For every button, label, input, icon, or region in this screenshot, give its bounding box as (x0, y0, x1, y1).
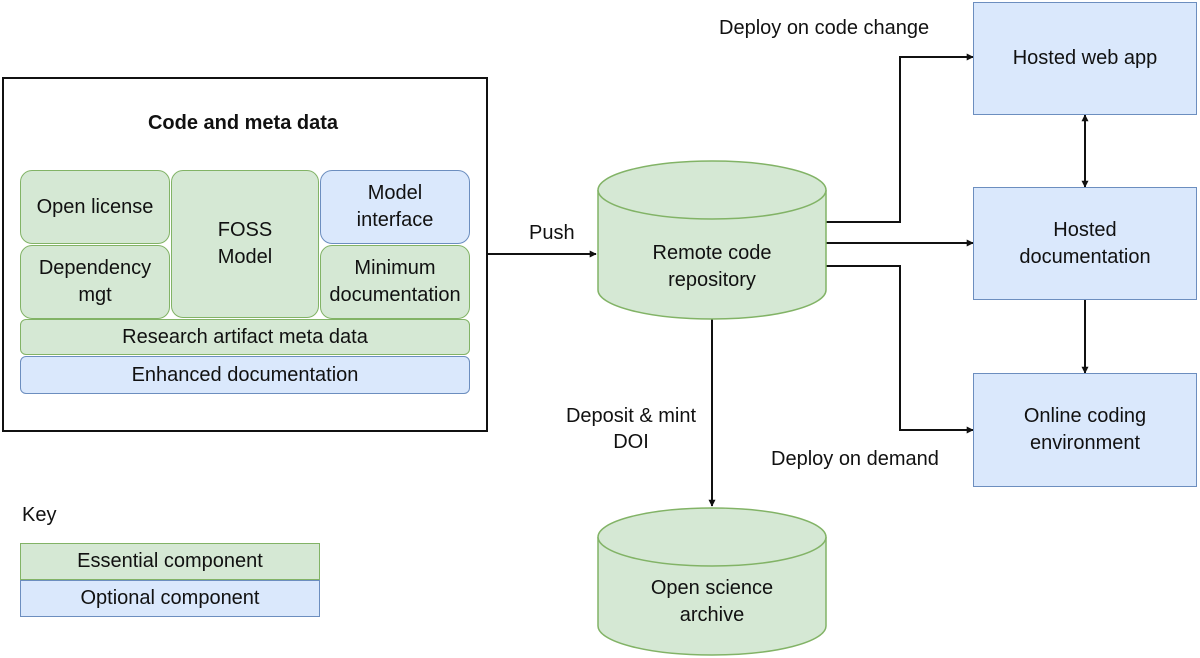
online-coding-environment-label: Online coding environment (1023, 405, 1147, 454)
deposit-mint-edge-label: Deposit & mint DOI (565, 405, 697, 453)
key-essential-label: Essential component (77, 550, 263, 572)
online-coding-environment-box[interactable]: Online coding environment (973, 373, 1197, 487)
repository-cylinder[interactable] (597, 160, 827, 320)
hosted-web-app-label: Hosted web app (1012, 47, 1158, 69)
hosted-web-app-box[interactable]: Hosted web app (973, 2, 1197, 115)
open-license-label: Open license (36, 195, 154, 218)
hosted-documentation-label: Hosted documentation (1019, 218, 1151, 268)
key-optional-component: Optional component (20, 580, 320, 617)
minimum-documentation-component[interactable]: Minimum documentation (320, 245, 470, 319)
key-optional-label: Optional component (80, 587, 260, 609)
archive-label: Open science archive (650, 577, 774, 626)
enhanced-documentation-label: Enhanced documentation (131, 363, 359, 386)
repository-label: Remote code repository (652, 242, 772, 291)
dependency-mgt-component[interactable]: Dependency mgt (20, 245, 170, 319)
research-artifact-meta-data-component[interactable]: Research artifact meta data (20, 319, 470, 355)
key-title: Key (22, 504, 57, 526)
enhanced-documentation-component[interactable]: Enhanced documentation (20, 356, 470, 394)
code-and-meta-data-title: Code and meta data (147, 112, 339, 134)
archive-cylinder[interactable] (597, 507, 827, 656)
foss-model-component[interactable]: FOSS Model (171, 170, 319, 318)
foss-model-label: FOSS Model (217, 219, 273, 268)
research-artifact-meta-data-label: Research artifact meta data (122, 325, 368, 348)
dependency-mgt-label: Dependency mgt (38, 257, 152, 306)
minimum-documentation-label: Minimum documentation (329, 257, 461, 306)
model-interface-label: Model interface (356, 182, 434, 231)
model-interface-component[interactable]: Model interface (320, 170, 470, 244)
key-essential-component: Essential component (20, 543, 320, 580)
open-license-component[interactable]: Open license (20, 170, 170, 244)
push-edge-label: Push (529, 222, 575, 244)
deploy-code-change-arrow (826, 53, 974, 223)
hosted-documentation-box[interactable]: Hosted documentation (973, 187, 1197, 300)
deploy-demand-edge-label: Deploy on demand (771, 448, 939, 470)
deploy-code-change-edge-label: Deploy on code change (719, 17, 930, 39)
deploy-demand-arrow (826, 265, 974, 434)
